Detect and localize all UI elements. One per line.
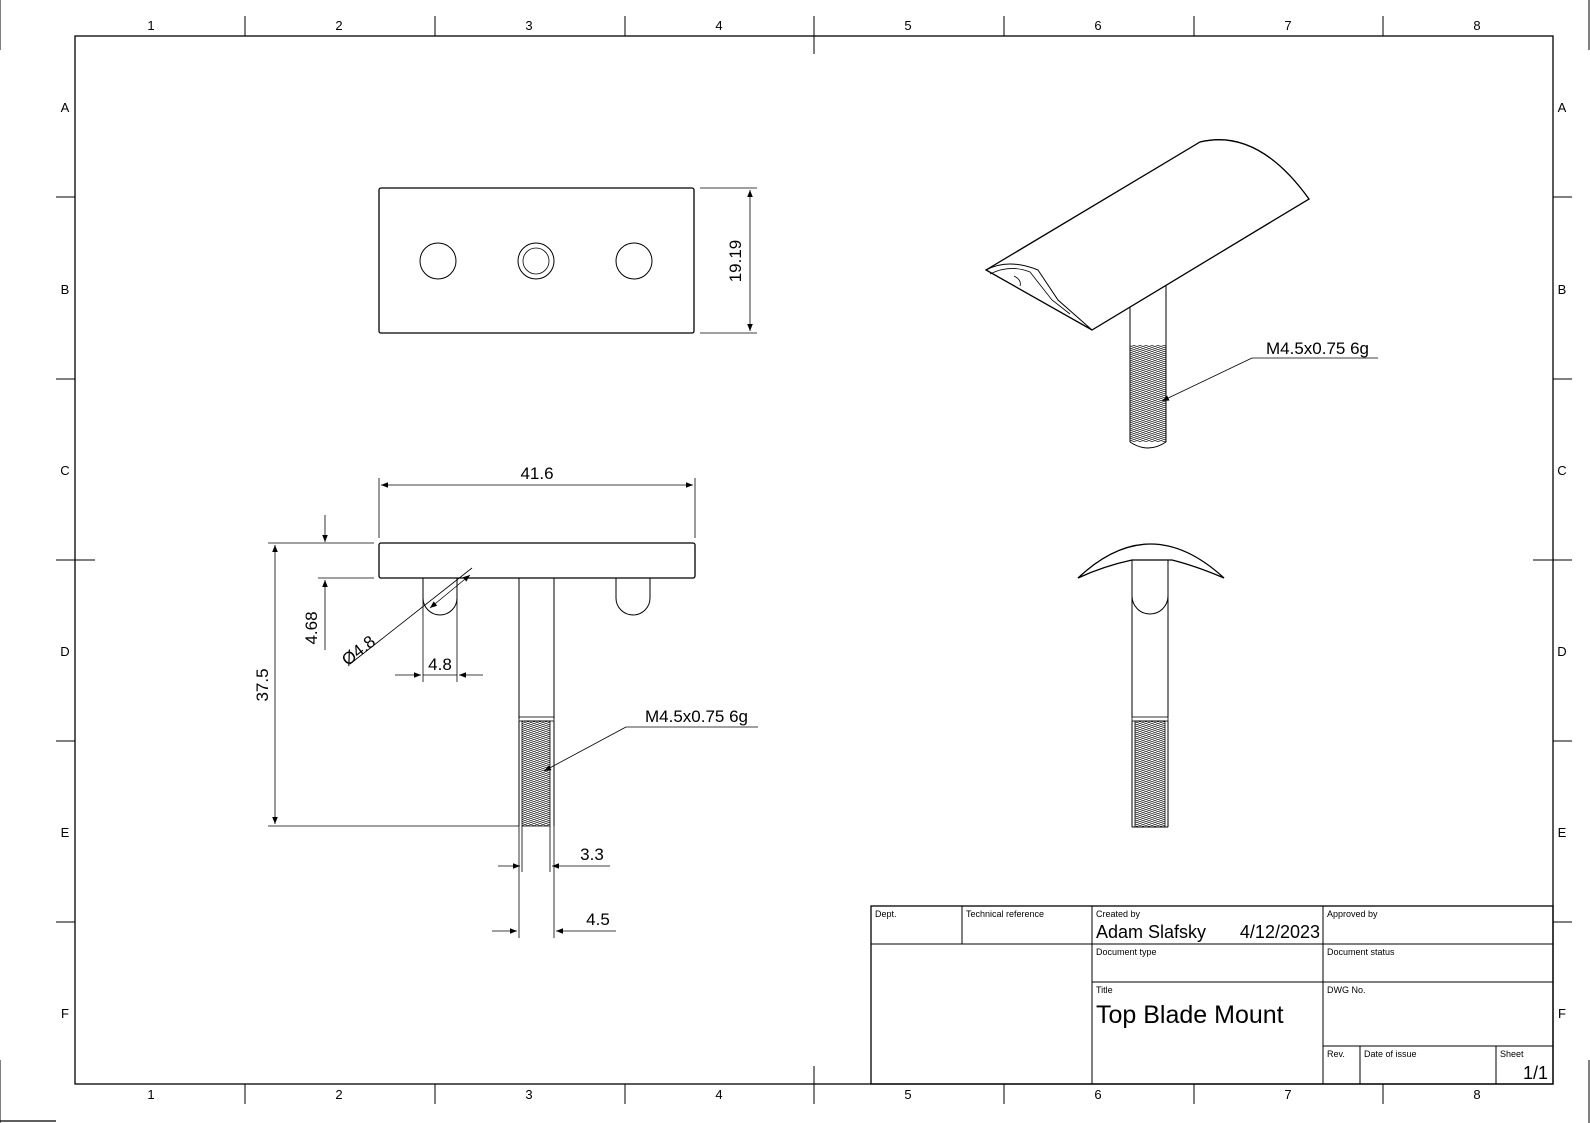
dim-height-front: 37.5 — [253, 668, 272, 701]
col-label-2-bottom: 2 — [335, 1087, 342, 1102]
col-label-1: 1 — [147, 18, 154, 33]
top-view-outline — [378, 187, 695, 334]
dept-label: Dept. — [875, 909, 897, 919]
row-label-a-right: A — [1558, 100, 1567, 115]
row-label-e-right: E — [1558, 825, 1567, 840]
hole-center-inner — [522, 247, 550, 275]
side-view — [1077, 543, 1225, 828]
col-label-7: 7 — [1284, 18, 1291, 33]
title-block: Dept. Technical reference Created by Ada… — [870, 905, 1554, 1085]
doc-type-label: Document type — [1096, 947, 1157, 957]
row-label-d-right: D — [1557, 644, 1566, 659]
head-outline — [378, 542, 696, 579]
col-label-5: 5 — [904, 18, 911, 33]
sheet-number: 1/1 — [1523, 1063, 1548, 1083]
side-slot — [1131, 560, 1169, 615]
row-labels: A B C D E F A B C D E F — [60, 100, 1566, 1021]
col-label-5-bottom: 5 — [904, 1087, 911, 1102]
title-label: Title — [1096, 985, 1113, 995]
dim-pin-width: 4.8 — [428, 655, 452, 674]
row-label-a: A — [61, 100, 70, 115]
rev-label: Rev. — [1327, 1049, 1345, 1059]
column-labels: 1 2 3 4 5 6 7 8 1 2 3 4 5 6 7 8 — [147, 18, 1480, 1102]
row-ticks — [56, 196, 1572, 923]
col-label-8: 8 — [1473, 18, 1480, 33]
sheet-label: Sheet — [1500, 1049, 1524, 1059]
row-label-f-right: F — [1558, 1006, 1566, 1021]
created-by-label: Created by — [1096, 909, 1141, 919]
dim-diameter: Ø4.8 — [338, 632, 379, 670]
top-view: 19.19 — [378, 187, 757, 334]
column-ticks — [244, 16, 1384, 1104]
col-label-7-bottom: 7 — [1284, 1087, 1291, 1102]
thread-callout-iso: M4.5x0.75 6g — [1266, 339, 1369, 358]
created-by: Adam Slafsky — [1096, 922, 1206, 942]
thread-side — [1134, 720, 1166, 828]
pin-right — [615, 578, 651, 616]
col-label-4: 4 — [715, 18, 722, 33]
col-label-1-bottom: 1 — [147, 1087, 154, 1102]
dim-height-top: 19.19 — [726, 240, 745, 283]
side-head-outline — [1077, 543, 1225, 579]
hole-center — [517, 242, 555, 280]
doc-status-label: Document status — [1327, 947, 1395, 957]
thread-iso — [1130, 345, 1166, 442]
row-label-f: F — [61, 1006, 69, 1021]
col-label-3: 3 — [525, 18, 532, 33]
date-of-issue-label: Date of issue — [1364, 1049, 1417, 1059]
front-view: 41.6 37.5 4.68 Ø4.8 4.8 3.3 4.5 — [253, 464, 758, 938]
approved-by-label: Approved by — [1327, 909, 1378, 919]
dim-head: 4.68 — [302, 611, 321, 644]
row-label-d: D — [60, 644, 69, 659]
row-label-b: B — [61, 282, 70, 297]
drawing-title: Top Blade Mount — [1096, 1001, 1284, 1029]
created-date: 4/12/2023 — [1240, 922, 1320, 942]
col-label-8-bottom: 8 — [1473, 1087, 1480, 1102]
iso-blade-body — [984, 139, 1310, 331]
hole-right — [615, 242, 653, 280]
dim-major: 4.5 — [586, 910, 610, 929]
row-label-c-right: C — [1557, 463, 1566, 478]
col-label-6-bottom: 6 — [1094, 1087, 1101, 1102]
col-label-4-bottom: 4 — [715, 1087, 722, 1102]
dim-line-diameter — [429, 574, 471, 609]
row-label-c: C — [60, 463, 69, 478]
thread-front — [521, 720, 551, 827]
thread-callout-front: M4.5x0.75 6g — [645, 707, 748, 726]
dwg-no-label: DWG No. — [1327, 985, 1366, 995]
hole-left — [419, 242, 457, 280]
dim-width: 41.6 — [520, 464, 553, 483]
iso-view: M4.5x0.75 6g — [984, 139, 1378, 449]
dim-minor: 3.3 — [580, 845, 604, 864]
row-label-e: E — [61, 825, 70, 840]
col-label-2: 2 — [335, 18, 342, 33]
tech-ref-label: Technical reference — [966, 909, 1044, 919]
col-label-6: 6 — [1094, 18, 1101, 33]
col-label-3-bottom: 3 — [525, 1087, 532, 1102]
row-label-b-right: B — [1558, 282, 1567, 297]
